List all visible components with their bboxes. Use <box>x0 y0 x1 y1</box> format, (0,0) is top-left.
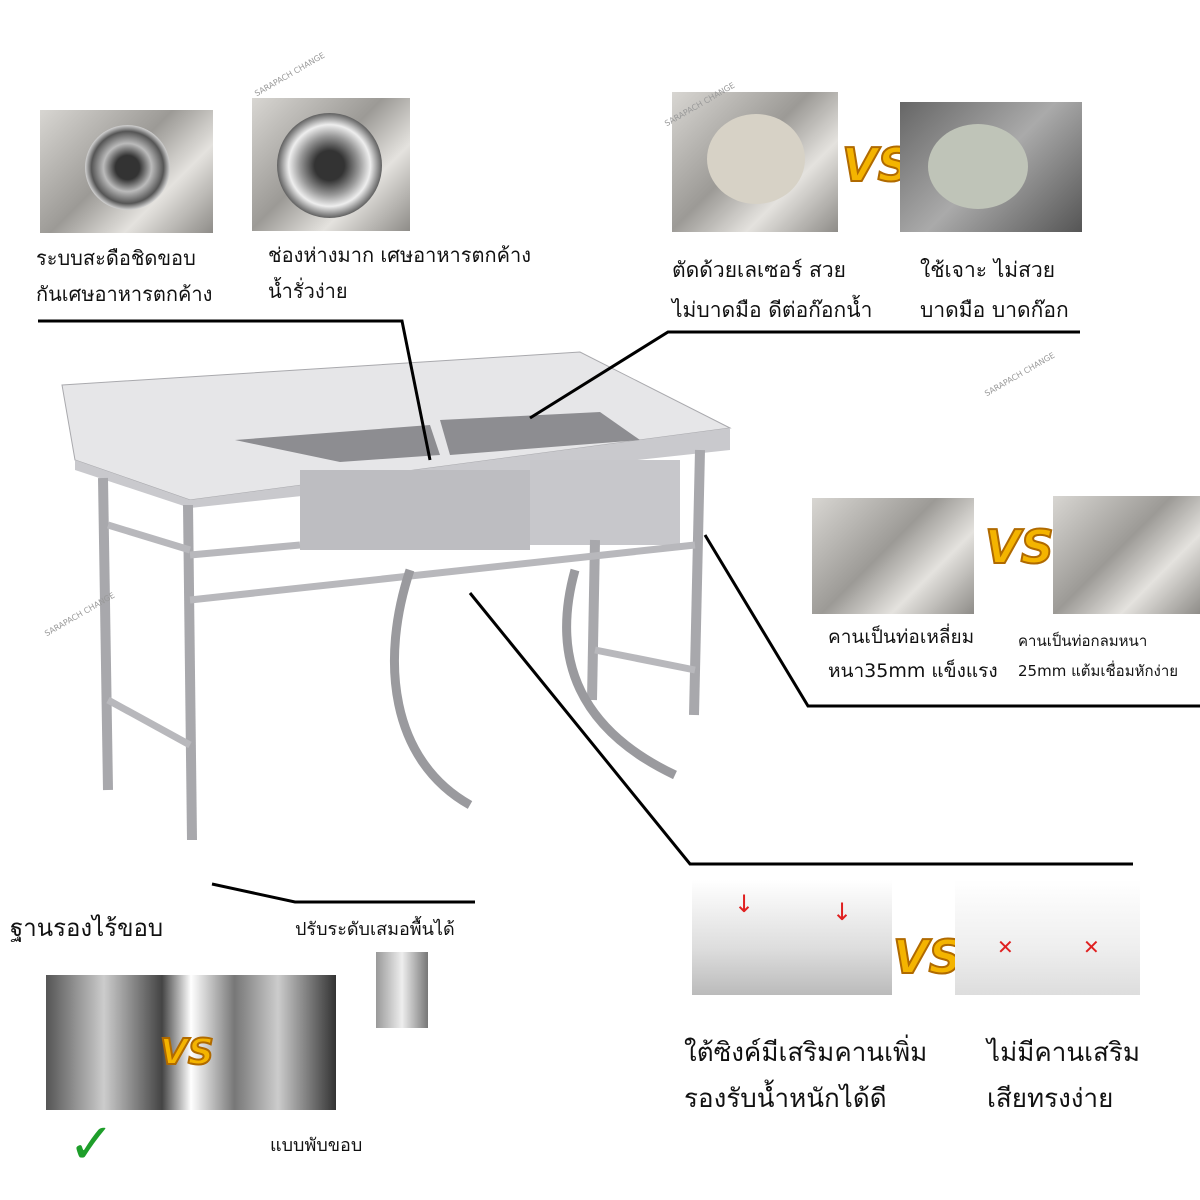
drilled-hole-photo <box>900 102 1082 232</box>
adjust-caption: ปรับระดับเสมอพื้นได้ <box>295 919 455 940</box>
check-icon: ✓ <box>68 1112 115 1177</box>
square-beam-photo <box>812 498 974 614</box>
vs-badge: VS <box>984 519 1055 575</box>
laser-cut-photo <box>672 92 838 232</box>
drain-bad-caption: ช่องห่างมาก เศษอาหารตกค้างน้ำรั่วง่าย <box>268 243 531 303</box>
x-mark-icon: ✕ <box>997 935 1014 959</box>
reinforced-caption: ใต้ซิงค์มีเสริมคานเพิ่มรองรับน้ำหนักได้ด… <box>684 1038 928 1114</box>
folded-edge-caption: แบบพับขอบ <box>270 1135 363 1156</box>
vs-badge: VS <box>159 1031 215 1074</box>
adjustable-foot-photo <box>376 952 428 1028</box>
vs-badge: VS <box>892 929 963 985</box>
reinforced-underside-photo: ↓ ↓ <box>692 880 892 995</box>
arrow-down-icon: ↓ <box>734 890 755 918</box>
round-beam-photo <box>1053 496 1200 614</box>
drain-bad-photo <box>252 98 410 231</box>
feet-title: ฐานรองไร้ขอบ <box>10 914 164 942</box>
arrow-down-icon: ↓ <box>832 898 853 926</box>
x-mark-icon: ✕ <box>1083 935 1100 959</box>
vs-badge: VS <box>841 137 912 193</box>
drain-good-photo <box>40 110 213 233</box>
drain-good-caption: ระบบสะดือชิดขอบกันเศษอาหารตกค้าง <box>36 246 213 306</box>
square-beam-caption: คานเป็นท่อเหลี่ยมหนา35mm แข็งแรง <box>828 626 998 682</box>
no-beam-underside-photo: ✕ ✕ <box>955 880 1140 995</box>
laser-caption: ตัดด้วยเลเซอร์ สวยไม่บาดมือ ดีต่อก๊อกน้ำ <box>672 258 873 322</box>
foot-comparison-photo <box>46 975 336 1110</box>
drill-caption: ใช้เจาะ ไม่สวยบาดมือ บาดก๊อก <box>920 258 1069 322</box>
no-beam-caption: ไม่มีคานเสริมเสียทรงง่าย <box>987 1038 1140 1114</box>
